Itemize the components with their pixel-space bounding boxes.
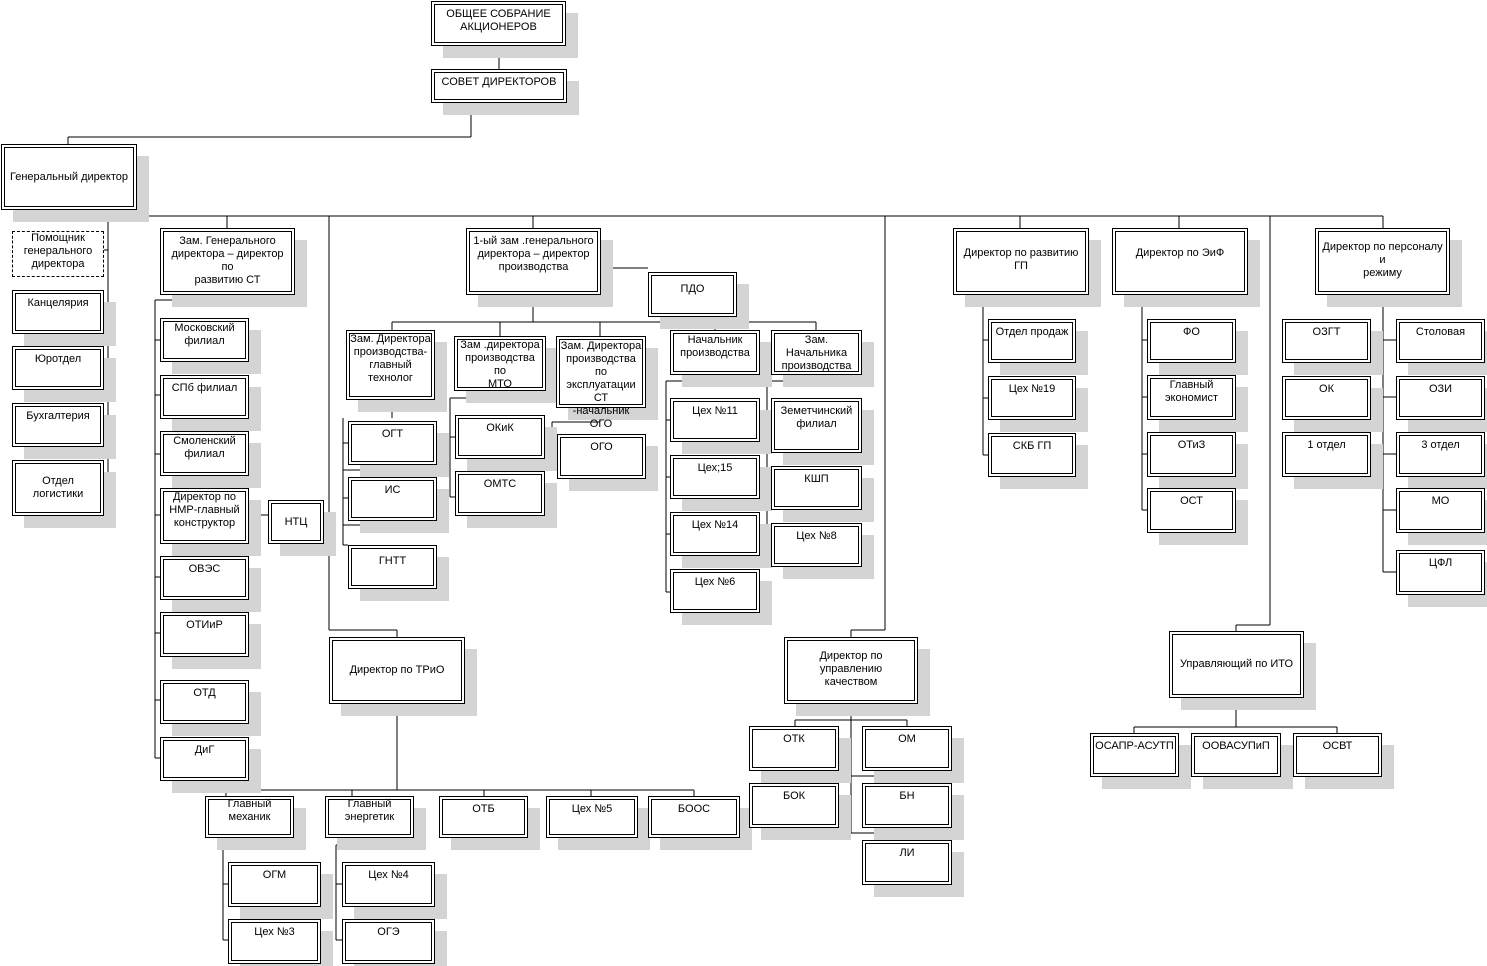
node-oge: ОГЭ	[342, 919, 435, 964]
node-shop-8: Цех №8	[771, 523, 862, 567]
node-otk: ОТК	[749, 726, 839, 771]
node-deputy-exploitation: Зам. Директора производства по эксплуата…	[556, 336, 646, 430]
node-spb-branch: СПб филиал	[160, 375, 249, 419]
node-ozgt: ОЗГТ	[1282, 319, 1371, 363]
node-canteen: Столовая	[1396, 319, 1485, 363]
node-sales: Отдел продаж	[988, 319, 1076, 363]
node-chief-mechanic: Главный механик	[205, 796, 294, 838]
node-om: ОМ	[862, 726, 952, 771]
node-otb: ОТБ	[439, 796, 528, 838]
node-chancellery: Канцелярия	[12, 290, 104, 334]
node-pdo: ПДО	[648, 272, 737, 317]
node-accounting: Бухгалтерия	[12, 403, 104, 447]
node-head-production: Начальник производства	[670, 330, 760, 375]
node-ozi: ОЗИ	[1396, 376, 1485, 420]
node-ost: ОСТ	[1147, 488, 1236, 533]
node-ok: ОК	[1282, 376, 1371, 420]
node-shareholders-meeting: ОБЩЕЕ СОБРАНИЕ АКЦИОНЕРОВ	[431, 1, 566, 46]
node-gp-director: Директор по развитию ГП	[953, 228, 1089, 295]
node-dig: ДиГ	[160, 737, 249, 781]
node-oves: ОВЭС	[160, 556, 249, 600]
node-otiz: ОТиЗ	[1147, 432, 1236, 477]
node-is: ИС	[348, 477, 437, 521]
node-shop-5: Цех №5	[546, 796, 638, 838]
node-bn: БН	[862, 783, 952, 828]
node-legal: Юротдел	[12, 346, 104, 390]
node-oovasupip: ООВАСУПиП	[1191, 733, 1281, 777]
node-osvt: ОСВТ	[1293, 733, 1382, 777]
node-shop-3: Цех №3	[228, 919, 321, 964]
node-deputy-mto: Зам .директора производства по МТО	[454, 336, 546, 391]
node-ogt: ОГТ	[348, 421, 437, 465]
node-boos: БООС	[648, 796, 740, 838]
node-shop-19: Цех №19	[988, 376, 1076, 420]
node-logistics: Отдел логистики	[12, 460, 104, 516]
node-ntc: НТЦ	[268, 500, 324, 544]
node-eif-director: Директор по ЭиФ	[1112, 228, 1248, 295]
node-deputy-head-production: Зам. Начальника производства	[771, 330, 862, 375]
node-dept-3: 3 отдел	[1396, 432, 1485, 477]
node-chief-economist: Главный экономист	[1147, 375, 1236, 420]
node-otd: ОТД	[160, 680, 249, 724]
node-kshp: КШП	[771, 466, 862, 510]
node-mo: МО	[1396, 488, 1485, 533]
node-deputy-st: Зам. Генерального директора – директор п…	[160, 228, 295, 295]
node-smolensk-branch: Смоленский филиал	[160, 431, 249, 476]
node-shop-15: Цех;15	[670, 455, 760, 499]
node-gntt: ГНТТ	[348, 545, 437, 589]
node-ito-manager: Управляющий по ИТО	[1169, 631, 1304, 698]
node-osapr-asutp: ОСАПР-АСУТП	[1090, 733, 1179, 777]
node-general-director: Генеральный директор	[1, 144, 137, 210]
node-fo: ФО	[1147, 319, 1236, 363]
node-cfl: ЦФЛ	[1396, 550, 1485, 595]
node-chief-energy: Главный энергетик	[325, 796, 414, 838]
node-quality-director: Директор по управлению качеством	[784, 637, 918, 704]
node-li: ЛИ	[862, 840, 952, 885]
node-ogm: ОГМ	[228, 862, 321, 907]
node-deputy-tech: Зам. Директора производства- главный тех…	[346, 330, 435, 400]
node-bok: БОК	[749, 783, 839, 828]
node-board-of-directors: СОВЕТ ДИРЕКТОРОВ	[431, 69, 567, 103]
node-okik: ОКиК	[455, 415, 545, 459]
node-ogo: ОГО	[557, 434, 646, 479]
node-shop-14: Цех №14	[670, 512, 760, 556]
node-otiir: ОТИиР	[160, 612, 249, 657]
node-first-deputy: 1-ый зам .генерального директора – дирек…	[466, 228, 601, 295]
node-moscow-branch: Московский филиал	[160, 318, 249, 362]
node-dept-1: 1 отдел	[1282, 432, 1371, 477]
node-omts: ОМТС	[455, 471, 545, 516]
node-nmr-director: Директор по НМР-главный конструктор	[160, 488, 249, 544]
node-shop-4: Цех №4	[342, 862, 435, 907]
node-trio-director: Директор по ТРиО	[329, 637, 465, 704]
node-skb-gp: СКБ ГП	[988, 433, 1076, 477]
node-shop-6: Цех №6	[670, 569, 760, 613]
node-shop-11: Цех №11	[670, 398, 760, 442]
node-assistant: Помощник генерального директора	[12, 231, 104, 277]
node-zemetchino-branch: Земетчинский филиал	[771, 398, 862, 453]
node-personnel-director: Директор по персоналу и режиму	[1315, 228, 1450, 295]
